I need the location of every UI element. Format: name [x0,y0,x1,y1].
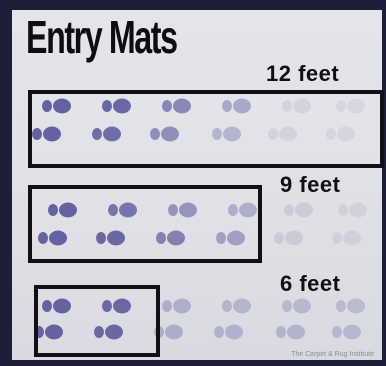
mat-6-feet [34,285,160,357]
footprint-icon [282,299,311,314]
footprint-icon [336,299,365,314]
footprint-icon [222,299,251,314]
footprint-icon [332,231,361,246]
mat-12-feet [28,90,384,168]
credit-text: The Carpet & Rug Institute [291,351,374,358]
footprint-icon [274,231,303,246]
footprint-icon [276,325,305,340]
footprint-icon [162,299,191,314]
footprint-icon [332,325,361,340]
footprint-icon [284,203,313,218]
footprint-icon [338,203,367,218]
mat-9-feet [28,185,262,263]
footprint-icon [214,325,243,340]
